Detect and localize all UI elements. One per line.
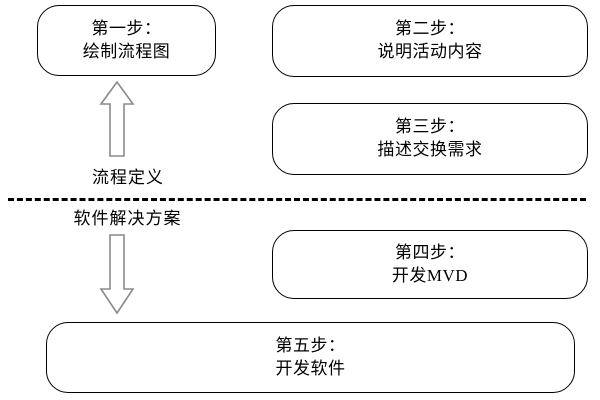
- step-box-2[interactable]: 第二步： 说明活动内容: [272, 5, 588, 77]
- step-box-3[interactable]: 第三步： 描述交换需求: [272, 103, 588, 175]
- step-1-line-1: 第一步：: [91, 18, 162, 38]
- step-4-line-1: 第四步：: [395, 242, 465, 262]
- step-3-line-1: 第三步：: [395, 117, 465, 137]
- arrow-down-icon: [99, 233, 135, 315]
- step-box-4[interactable]: 第四步： 开发MVD: [272, 230, 588, 299]
- step-2-line-1: 第二步：: [395, 19, 465, 39]
- step-1-line-2: 绘制流程图: [82, 41, 171, 61]
- step-3-line-2: 描述交换需求: [377, 140, 483, 159]
- label-software-solution: 软件解决方案: [73, 209, 182, 228]
- phase-divider: [8, 198, 586, 201]
- step-5-line-2: 开发软件: [275, 358, 346, 378]
- step-box-5[interactable]: 第五步： 开发软件: [46, 322, 575, 393]
- arrow-up-icon: [99, 80, 135, 158]
- label-process-definition: 流程定义: [92, 168, 164, 187]
- step-4-line-2: 开发MVD: [391, 265, 469, 285]
- step-2-line-2: 说明活动内容: [377, 42, 483, 61]
- step-5-line-1: 第五步：: [275, 335, 346, 355]
- step-box-1[interactable]: 第一步： 绘制流程图: [37, 5, 216, 76]
